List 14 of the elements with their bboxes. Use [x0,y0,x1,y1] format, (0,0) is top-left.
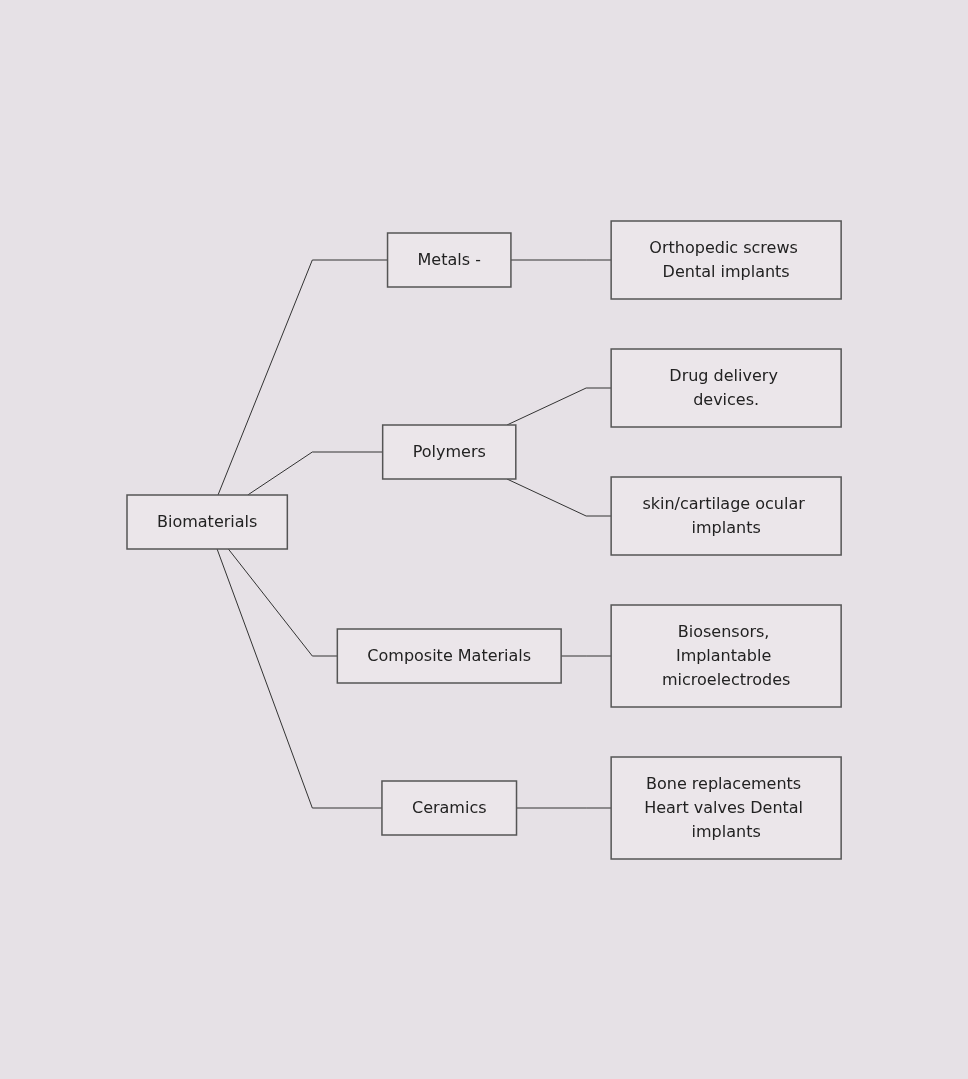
node-box: Orthopedic screws Dental implants [610,219,842,300]
connector [506,478,612,516]
node-box: Polymers [381,423,517,480]
connector [227,548,338,656]
connector [217,259,388,495]
node-box: skin/cartilage ocular implants [610,475,842,556]
node-box: Biomaterials [126,493,288,550]
node-box: Drug delivery devices. [610,347,842,428]
connector [510,259,612,260]
node-box: Composite Materials [336,627,562,684]
node-box: Metals - [386,231,512,288]
node-box: Biosensors, Implantable microelectrodes [610,603,842,708]
node-box: Bone replacements Heart valves Dental implants [610,755,842,860]
node-box: Ceramics [381,779,518,836]
